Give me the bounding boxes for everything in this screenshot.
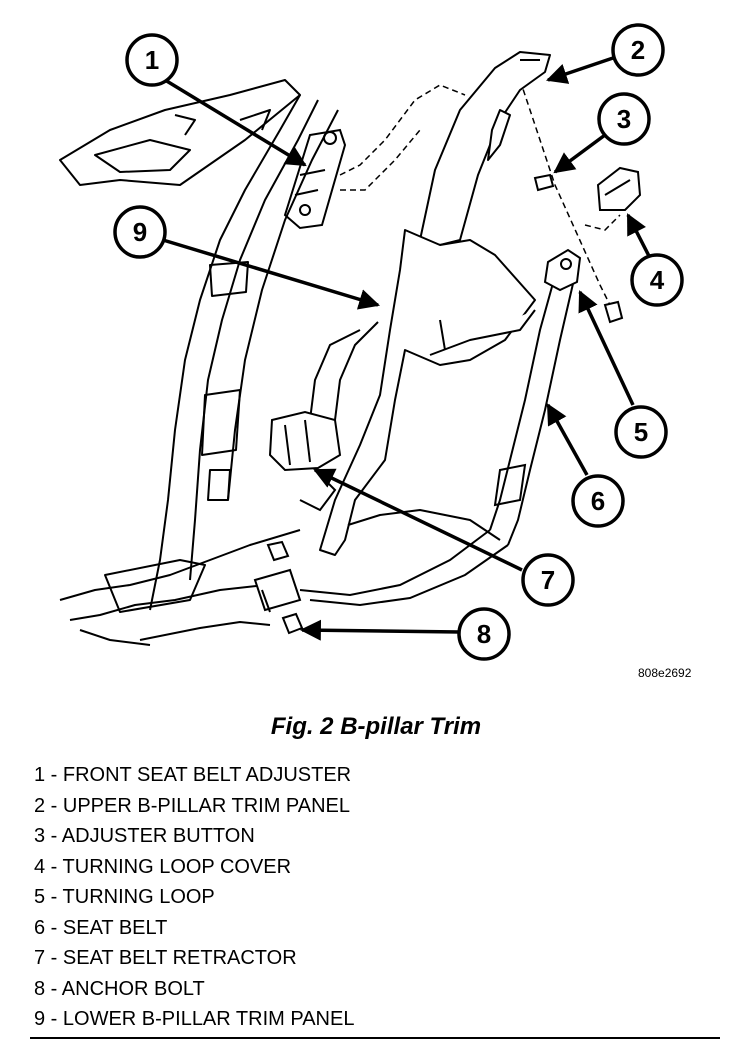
legend-item: 4 - TURNING LOOP COVER	[34, 855, 292, 878]
leader-line-6	[546, 403, 589, 476]
callout-number-1: 1	[145, 45, 159, 75]
legend-item: 7 - SEAT BELT RETRACTOR	[34, 947, 297, 969]
leader-line-1	[164, 78, 307, 167]
body-structure	[59, 79, 339, 646]
callout-number-6: 6	[591, 486, 605, 516]
anchor-bolt	[253, 540, 304, 635]
leader-line-9	[162, 238, 381, 310]
callout-3: 3	[597, 92, 651, 146]
callout-9: 9	[113, 205, 167, 259]
leader-lines	[162, 56, 652, 641]
callout-4: 4	[630, 253, 684, 307]
b-pillar-illustration: 1 2 3 4 5 6 7 8	[59, 23, 684, 661]
adjuster-button	[533, 173, 555, 192]
leader-line-4	[626, 213, 652, 259]
leader-line-8	[299, 619, 461, 641]
callout-7: 7	[521, 553, 575, 607]
leader-line-3	[553, 133, 607, 174]
seat-belt	[299, 264, 576, 607]
callouts: 1 2 3 4 5 6 7 8	[113, 23, 684, 661]
leader-line-2	[546, 56, 614, 84]
callout-2: 2	[611, 23, 665, 77]
callout-1: 1	[125, 33, 179, 87]
legend-item: 9 - LOWER B-PILLAR TRIM PANEL	[34, 1008, 355, 1030]
upper-b-pillar-trim-panel	[419, 51, 551, 246]
legend-item: 1 - FRONT SEAT BELT ADJUSTER	[34, 764, 352, 786]
front-seat-belt-adjuster	[283, 128, 347, 230]
figure-title: Fig. 2 B-pillar Trim	[270, 713, 482, 740]
legend-item: 6 - SEAT BELT	[34, 916, 168, 939]
callout-number-4: 4	[650, 265, 665, 295]
callout-number-7: 7	[541, 565, 555, 595]
turning-loop	[543, 248, 624, 324]
legend-item: 2 - UPPER B-PILLAR TRIM PANEL	[34, 794, 351, 817]
legend-list: 1 - FRONT SEAT BELT ADJUSTER 2 - UPPER B…	[34, 760, 354, 1035]
leader-line-7	[313, 468, 523, 572]
callout-number-9: 9	[133, 217, 147, 247]
figure-reference-code: 808e2692	[638, 666, 692, 680]
callout-number-5: 5	[634, 417, 648, 447]
lower-b-pillar-trim-panel	[319, 229, 536, 556]
legend-item: 8 - ANCHOR BOLT	[34, 977, 205, 1000]
callout-5: 5	[614, 405, 668, 459]
leader-line-5	[578, 290, 635, 406]
callout-8: 8	[457, 607, 511, 661]
legend-item: 5 - TURNING LOOP	[34, 886, 215, 908]
legend-item: 3 - ADJUSTER BUTTON	[34, 825, 255, 847]
seat-belt-retractor	[268, 410, 342, 512]
callout-number-8: 8	[477, 619, 491, 649]
bottom-divider	[30, 1037, 720, 1039]
callout-number-2: 2	[631, 35, 645, 65]
callout-number-3: 3	[617, 104, 631, 134]
turning-loop-cover	[596, 166, 642, 211]
trim-panel-outline	[339, 79, 621, 316]
callout-6: 6	[571, 474, 625, 528]
